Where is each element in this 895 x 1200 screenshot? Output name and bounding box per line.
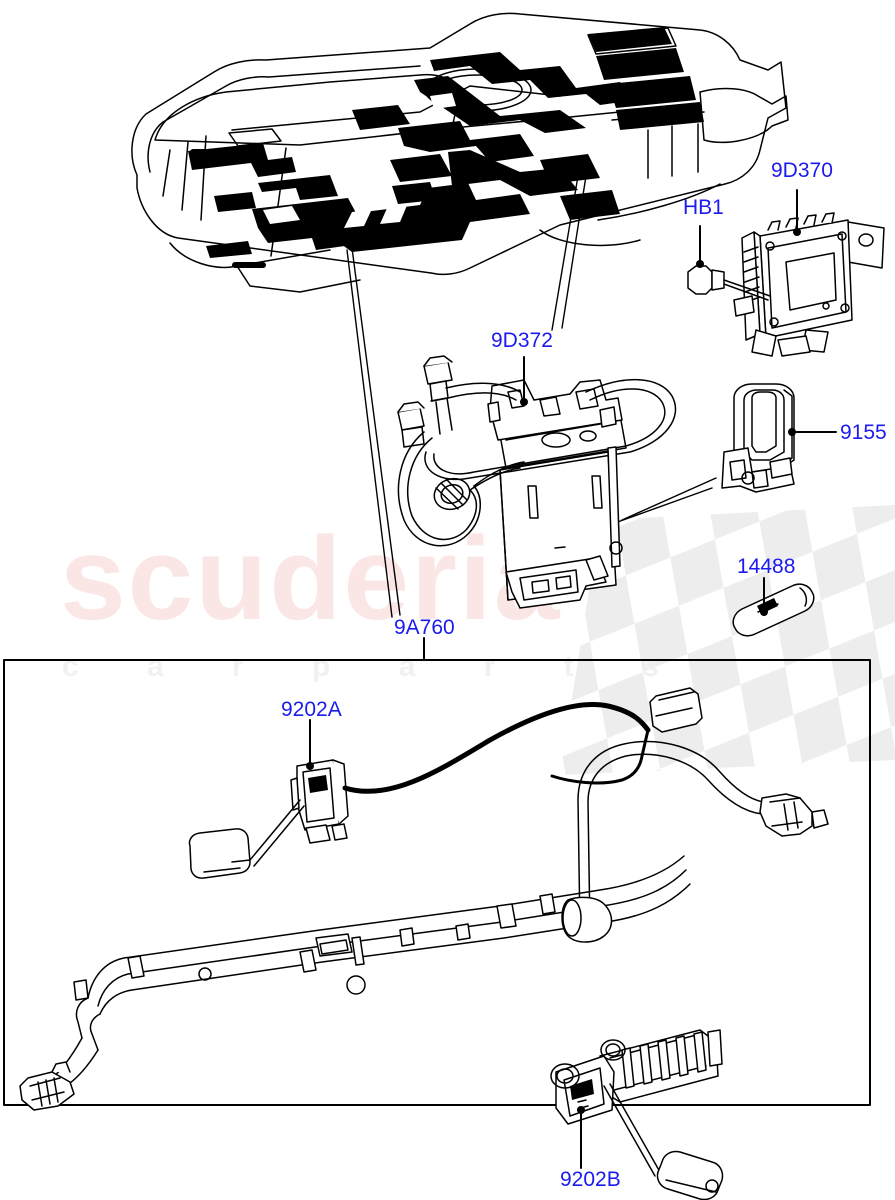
fuel-tank-wiring-harness-right-tube bbox=[577, 740, 829, 931]
hose-clip-part bbox=[732, 583, 815, 637]
callout-leader-stems bbox=[306, 189, 837, 1169]
callout-label-9202b: 9202B bbox=[560, 1168, 621, 1191]
callout-label-9202a: 9202A bbox=[281, 698, 342, 721]
harness-upper-connector bbox=[550, 687, 703, 785]
leader-lines bbox=[346, 175, 717, 618]
fuel-tank-internal-baffles bbox=[188, 27, 704, 268]
harness-group-box bbox=[3, 659, 871, 1106]
fuel-pump-control-module-part bbox=[733, 212, 885, 357]
callout-label-9d370: 9D370 bbox=[771, 159, 833, 182]
callout-label-14488: 14488 bbox=[737, 555, 796, 578]
fuel-level-sensor-primary-part bbox=[188, 759, 349, 879]
fuel-tank-wiring-harness-main-rail bbox=[19, 855, 691, 1111]
callout-label-hb1: HB1 bbox=[683, 196, 724, 219]
callout-label-9d372: 9D372 bbox=[491, 329, 553, 352]
fuel-pump-and-sender-assembly-part bbox=[397, 355, 677, 609]
fuel-tank-wiring-harness-upper-cable bbox=[342, 701, 651, 794]
fuel-pump-bracket-part bbox=[721, 383, 795, 493]
callout-label-9a760: 9A760 bbox=[394, 616, 455, 639]
fuel-level-sensor-secondary-part bbox=[550, 1029, 724, 1200]
callout-label-9155: 9155 bbox=[840, 421, 887, 444]
